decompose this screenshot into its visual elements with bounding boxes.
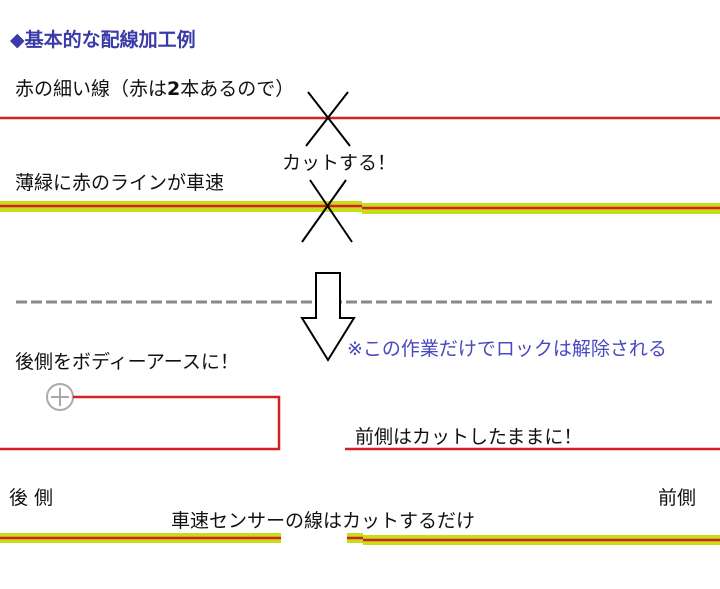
label-speed-sensor: 車速センサーの線はカットするだけ [171, 510, 476, 532]
diagram-title: ◆基本的な配線加工例 [10, 29, 196, 51]
label-lock-note: ※この作業だけでロックは解除される [347, 338, 667, 360]
cut-mark-lower-stroke-2 [301, 179, 347, 243]
rear-red-wire-to-ground [0, 395, 281, 451]
label-green-red-wire: 薄緑に赤のラインが車速 [15, 172, 225, 194]
label-thin-red-bold: 2 [167, 78, 181, 100]
label-thin-red-tail: 本あるので） [180, 78, 295, 100]
label-rear: 後 側 [9, 487, 54, 509]
label-rear-ground: 後側をボディーアースに！ [15, 351, 239, 373]
down-arrow [300, 272, 356, 362]
label-front-keep: 前側はカットしたままに！ [355, 426, 583, 448]
label-front: 前側 [658, 487, 697, 509]
cut-mark-top-stroke-1 [307, 91, 351, 147]
cut-mark-top-stroke-2 [305, 91, 349, 147]
label-thin-red-wire: 赤の細い線（赤は2本あるので） [15, 74, 294, 101]
label-thin-red-text: 赤の細い線（赤は [15, 78, 168, 100]
cut-mark-lower-stroke-1 [309, 179, 353, 243]
label-cut: カットする！ [282, 152, 397, 174]
